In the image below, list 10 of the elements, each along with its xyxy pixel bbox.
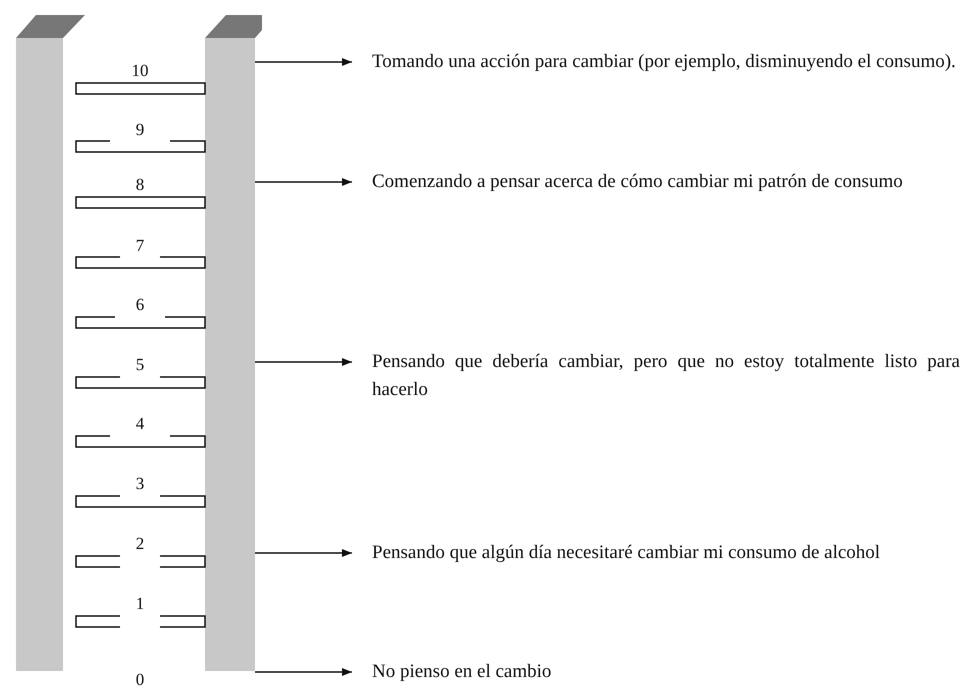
stage-description: Tomando una acción para cambiar (por ejemplo, disminuyendo el consumo). <box>372 48 960 76</box>
arrow <box>255 358 352 366</box>
stage-description: Comenzando a pensar acerca de cómo cambiar mi patrón de consumo <box>372 168 960 196</box>
stage-description: Pensando que algún día necesitaré cambiar mi consumo de alcohol <box>372 539 960 567</box>
arrow <box>255 668 352 676</box>
arrow <box>255 549 352 557</box>
stage-description: Pensando que debería cambiar, pero que no estoy totalmente listo para hacerlo <box>372 348 960 404</box>
stage-description: No pienso en el cambio <box>372 658 960 686</box>
arrow <box>255 58 352 66</box>
arrow <box>255 178 352 186</box>
